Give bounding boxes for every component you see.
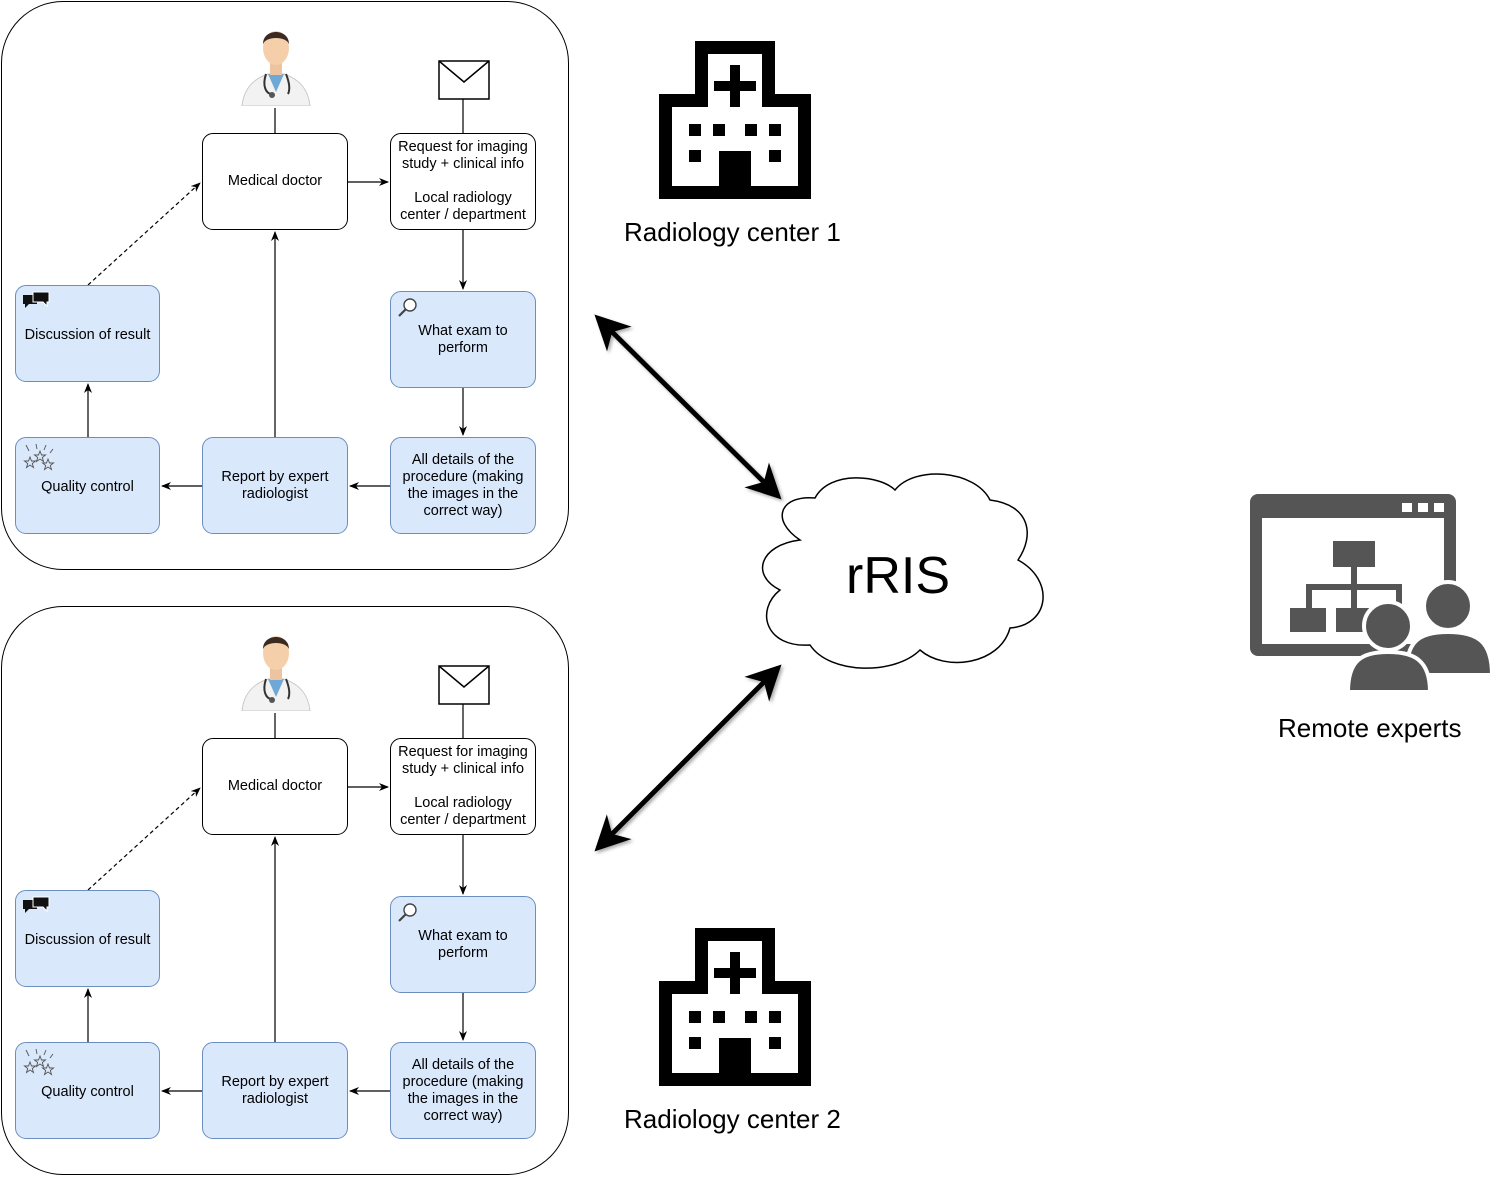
report-label: Report by expert radiologist — [221, 468, 329, 502]
magnifier-icon — [397, 902, 419, 929]
report-box: Report by expert radiologist — [202, 1042, 348, 1139]
stars-icon — [22, 443, 56, 476]
discussion-label: Discussion of result — [24, 327, 151, 343]
quality-control-label: Quality control — [41, 479, 134, 495]
magnifier-icon — [397, 297, 419, 324]
radiology-center-1-label: Radiology center 1 — [624, 217, 841, 247]
chat-bubbles-icon — [22, 291, 50, 320]
request-box: Request for imaging study + clinical inf… — [390, 133, 536, 230]
radiology-center-1-panel — [1, 1, 569, 570]
all-details-label: All details of the procedure (making the… — [402, 451, 524, 519]
envelope-icon — [438, 665, 490, 710]
connector-center2-rris — [594, 664, 782, 852]
what-exam-label: What exam to perform — [418, 322, 508, 356]
what-exam-box: What exam to perform — [390, 291, 536, 388]
remote-experts-label: Remote experts — [1278, 713, 1462, 743]
medical-doctor-box: Medical doctor — [202, 738, 348, 835]
all-details-box: All details of the procedure (making the… — [390, 437, 536, 534]
what-exam-label: What exam to perform — [418, 927, 508, 961]
discussion-label: Discussion of result — [24, 932, 151, 948]
hospital-icon — [655, 928, 815, 1091]
remote-experts-icon — [1250, 494, 1495, 694]
quality-control-box: Quality control — [15, 437, 160, 534]
discussion-box: Discussion of result — [15, 285, 160, 382]
what-exam-box: What exam to perform — [390, 896, 536, 993]
cloud-icon — [761, 473, 1044, 669]
hospital-icon — [655, 41, 815, 204]
flow-connectors — [84, 98, 467, 490]
stars-icon — [22, 1048, 56, 1081]
connector-center1-rris — [594, 314, 782, 500]
medical-doctor-box: Medical doctor — [202, 133, 348, 230]
medical-doctor-label: Medical doctor — [227, 778, 323, 794]
radiology-center-2-label: Radiology center 2 — [624, 1104, 841, 1134]
all-details-label: All details of the procedure (making the… — [402, 1056, 524, 1124]
report-label: Report by expert radiologist — [221, 1073, 329, 1107]
quality-control-box: Quality control — [15, 1042, 160, 1139]
quality-control-label: Quality control — [41, 1084, 134, 1100]
medical-doctor-label: Medical doctor — [227, 173, 323, 189]
chat-bubbles-icon — [22, 896, 50, 925]
request-label: Request for imaging study + clinical inf… — [398, 139, 528, 223]
doctor-icon — [236, 14, 316, 111]
envelope-icon — [438, 60, 490, 105]
request-box: Request for imaging study + clinical inf… — [390, 738, 536, 835]
discussion-box: Discussion of result — [15, 890, 160, 987]
report-box: Report by expert radiologist — [202, 437, 348, 534]
doctor-icon — [236, 619, 316, 716]
request-label: Request for imaging study + clinical inf… — [398, 744, 528, 828]
radiology-center-2-panel — [1, 606, 569, 1175]
rris-label: rRIS — [846, 547, 950, 605]
flow-connectors — [84, 703, 467, 1095]
all-details-box: All details of the procedure (making the… — [390, 1042, 536, 1139]
